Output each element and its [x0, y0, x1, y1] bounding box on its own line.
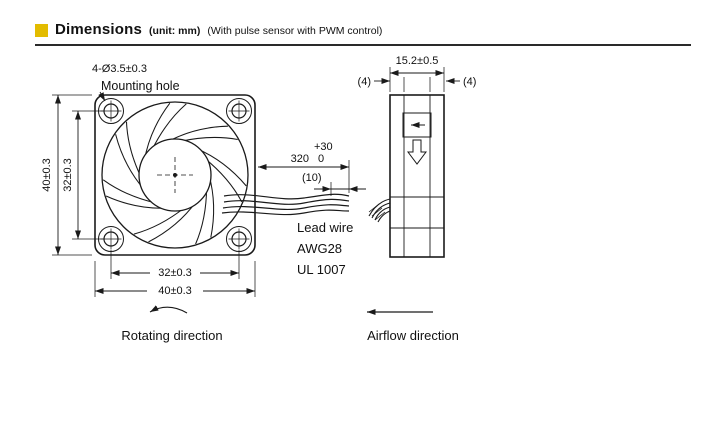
lead-wire-label: Lead wire — [297, 220, 353, 235]
airflow-label: Airflow direction — [367, 328, 459, 343]
fan-blade-edge — [180, 136, 238, 142]
dim-wire-length-group: 320 +30 0 — [258, 141, 350, 193]
venturi-circle — [101, 101, 249, 249]
lead-wire-notes: Lead wire AWG28 UL 1007 — [297, 220, 353, 277]
dim-wire-length: 320 — [291, 153, 309, 165]
hole-callout: 4-Ø3.5±0.3 — [92, 63, 147, 75]
dim-flange-left: (4) — [358, 76, 371, 88]
section-header: Dimensions (unit: mm) (With pulse sensor… — [35, 21, 382, 38]
marker-down-arrow — [407, 139, 427, 165]
dim-text-mask — [147, 283, 203, 296]
dim-height-inner: 32±0.3 — [62, 158, 74, 192]
bundle-hatch — [371, 207, 383, 217]
dim-width-outer-group: 40±0.3 — [94, 261, 256, 297]
fan-outer-frame — [94, 94, 256, 256]
header-rule — [35, 44, 691, 46]
direction-marker — [402, 112, 432, 165]
side-frame — [389, 94, 445, 258]
rotation-arrow — [149, 305, 188, 314]
lead-wires — [221, 193, 350, 216]
hole-leader-line — [98, 91, 106, 102]
dim-height-outer: 40±0.3 — [41, 158, 53, 192]
bundle-wire — [374, 206, 391, 221]
dim-wire-tip-group: (10) — [302, 172, 366, 196]
dim-height-inner-group: 32±0.3 — [62, 110, 104, 240]
lead-wire-4 — [221, 209, 350, 216]
fan-side-view: 15.2±0.5 (4) (4) — [358, 55, 477, 343]
section-title: Dimensions — [55, 21, 143, 38]
dim-depth-group: 15.2±0.5 — [389, 55, 445, 92]
variant-note: (With pulse sensor with PWM control) — [207, 25, 383, 37]
dim-wire-length-lower-tol: 0 — [318, 153, 324, 165]
bundle-hatch — [374, 211, 386, 221]
yellow-bullet-icon — [35, 24, 48, 37]
rotation-label: Rotating direction — [121, 328, 222, 343]
dim-width-inner: 32±0.3 — [158, 267, 192, 279]
lead-wire-standard: UL 1007 — [297, 262, 346, 277]
dim-text-mask — [150, 265, 200, 278]
dim-wire-length-upper-tol: +30 — [314, 141, 333, 153]
dim-width-inner-group: 32±0.3 — [110, 250, 240, 279]
dim-depth: 15.2±0.5 — [396, 55, 439, 67]
dim-wire-tip: (10) — [302, 172, 322, 184]
dim-width-outer: 40±0.3 — [158, 285, 192, 297]
lead-wire-3 — [222, 204, 350, 211]
lead-wire-1 — [223, 193, 350, 200]
bundle-wire — [371, 202, 391, 219]
fan-front-view: 4-Ø3.5±0.3 Mounting hole 40±0.3 32±0.3 — [41, 63, 256, 343]
lead-wire-2 — [223, 198, 350, 205]
corner-boss — [226, 98, 252, 124]
lead-wire-gauge: AWG28 — [297, 241, 342, 256]
dim-flange-group: (4) (4) — [358, 76, 476, 92]
unit-note: (unit: mm) — [149, 25, 201, 37]
bundle-hatch — [368, 203, 380, 213]
side-wire-bundle — [368, 198, 391, 223]
dim-flange-right: (4) — [463, 76, 476, 88]
dim-height-outer-group: 40±0.3 — [41, 94, 92, 256]
bundle-wire — [377, 210, 391, 223]
mounting-hole-label: Mounting hole — [101, 79, 180, 93]
marker-box — [402, 112, 432, 138]
